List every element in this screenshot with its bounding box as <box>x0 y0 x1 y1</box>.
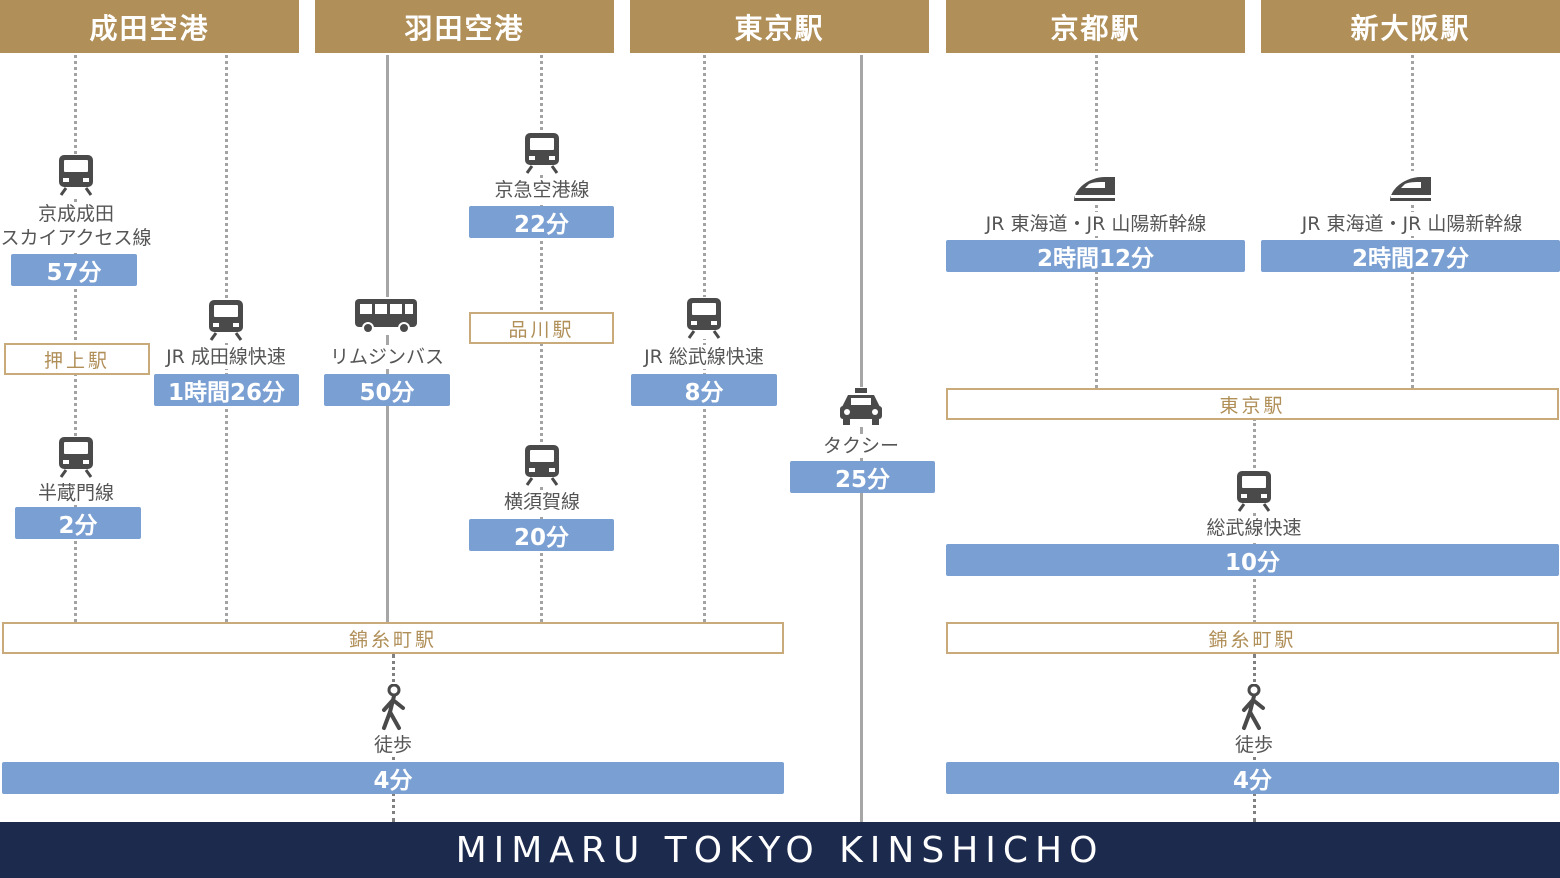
walking-person-icon <box>1239 683 1269 732</box>
header-shinosaka: 新大阪駅 <box>1261 0 1560 53</box>
route-label-sobu-rapid: 総武線快速 <box>1206 516 1302 540</box>
header-narita: 成田空港 <box>0 0 299 53</box>
shinkansen-icon <box>1071 171 1119 205</box>
route-label-limousine-bus: リムジンバス <box>329 345 445 369</box>
walking-person-icon <box>379 683 409 732</box>
walk-time-pill-left: 4分 <box>2 762 784 794</box>
route-label-jr-sobu: JR 総武線快速 <box>644 345 764 369</box>
train-icon <box>206 299 246 341</box>
header-kyoto: 京都駅 <box>946 0 1245 53</box>
time-pill-57: 57分 <box>11 254 137 286</box>
route-label-hanzomon: 半蔵門線 <box>37 481 115 505</box>
route-label-line2: スカイアクセス線 <box>0 227 152 249</box>
train-icon <box>684 297 724 339</box>
transfer-box-tokyo-station: 東京駅 <box>946 388 1559 420</box>
taxi-icon <box>838 387 884 427</box>
route-label-kyoto-shinkansen: JR 東海道・JR 山陽新幹線 <box>985 212 1207 236</box>
transfer-box-oshiage: 押上駅 <box>4 343 150 375</box>
time-pill-2h27: 2時間27分 <box>1261 240 1560 272</box>
time-pill-22: 22分 <box>469 206 614 238</box>
header-tokyo: 東京駅 <box>630 0 929 53</box>
train-icon <box>522 444 562 486</box>
walk-label-right: 徒歩 <box>1234 733 1274 757</box>
time-pill-10: 10分 <box>946 544 1559 576</box>
bus-icon <box>354 297 418 335</box>
time-pill-8: 8分 <box>631 374 777 406</box>
route-label-taxi: タクシー <box>822 434 900 458</box>
route-label-yokosuka: 横須賀線 <box>503 490 581 514</box>
time-pill-2h12: 2時間12分 <box>946 240 1245 272</box>
time-pill-2: 2分 <box>15 507 141 539</box>
route-label-keisei-narita: 京成成田 スカイアクセス線 <box>0 202 152 250</box>
route-label-line1: 京成成田 <box>37 203 114 225</box>
time-pill-25: 25分 <box>790 461 935 493</box>
header-haneda: 羽田空港 <box>315 0 614 53</box>
walk-label-left: 徒歩 <box>373 733 413 757</box>
time-pill-50: 50分 <box>324 374 450 406</box>
time-pill-20: 20分 <box>469 519 614 551</box>
train-icon <box>522 132 562 174</box>
route-label-keikyu: 京急空港線 <box>494 178 590 202</box>
train-icon <box>56 436 96 478</box>
hotel-name-footer: MIMARU TOKYO KINSHICHO <box>0 822 1560 878</box>
route-label-shinosaka-shinkansen: JR 東海道・JR 山陽新幹線 <box>1301 212 1523 236</box>
train-icon <box>1234 470 1274 512</box>
route-label-jr-narita: JR 成田線快速 <box>166 345 286 369</box>
shinkansen-icon <box>1387 171 1435 205</box>
time-pill-1h26: 1時間26分 <box>154 374 299 406</box>
kinshicho-station-box-left: 錦糸町駅 <box>2 622 784 654</box>
train-icon <box>56 154 96 196</box>
walk-time-pill-right: 4分 <box>946 762 1559 794</box>
route-line-narita-skyaccess <box>74 55 77 622</box>
kinshicho-station-box-right: 錦糸町駅 <box>946 622 1559 654</box>
route-line-haneda-bus <box>386 55 389 622</box>
transfer-box-shinagawa: 品川駅 <box>469 312 614 344</box>
